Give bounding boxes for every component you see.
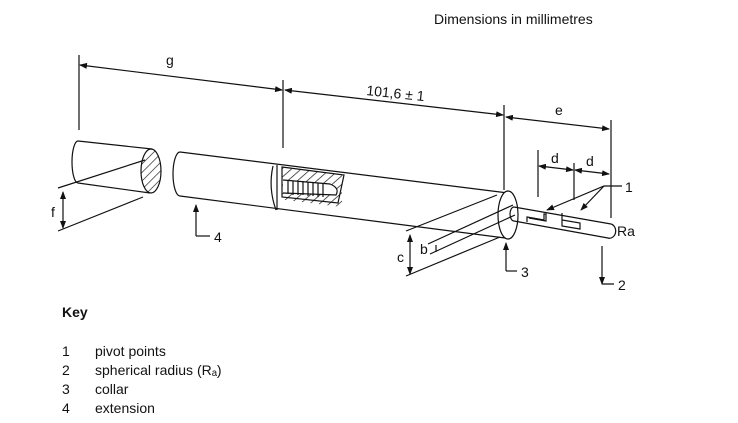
dimension-d1-label: d [551,150,559,166]
callout-2: 2 [618,277,626,293]
probe-body [172,151,519,240]
key-item: 3 collar [62,381,128,397]
dimension-f-label: f [51,204,55,220]
callout-3: 3 [521,264,529,280]
dimension-b-label: b [420,241,428,257]
callout-1: 1 [625,179,633,195]
key-item-label: pivot points [95,343,166,359]
key-item-label: extension [95,400,155,416]
key-item-label: collar [95,381,129,397]
key-item-number: 3 [62,381,70,397]
dimension-c-label: c [397,249,404,265]
probe-rod [509,206,617,239]
key-title: Key [62,304,88,320]
key-item: 1 pivot points [62,343,166,359]
radius-ra-label: Ra [617,223,635,239]
key-item-number: 2 [62,362,70,378]
callout-4: 4 [214,229,222,245]
extension-cut-piece [71,140,162,194]
key-item: 2 spherical radius (Rₐ) [62,362,222,378]
key-item: 4 extension [62,400,155,416]
dimension-length-label: 101,6 ± 1 [366,82,426,104]
units-note: Dimensions in millimetres [434,11,593,27]
dimension-d2-label: d [586,153,594,169]
dimension-g-label: g [166,52,174,68]
probe-diagram: g 101,6 ± 1 e d d f c b Ra 1 2 3 4 [51,52,635,293]
key-item-number: 4 [62,400,70,416]
key-item-number: 1 [62,343,70,359]
dimension-e-label: e [555,102,563,118]
key-item-label: spherical radius (Rₐ) [95,362,222,378]
